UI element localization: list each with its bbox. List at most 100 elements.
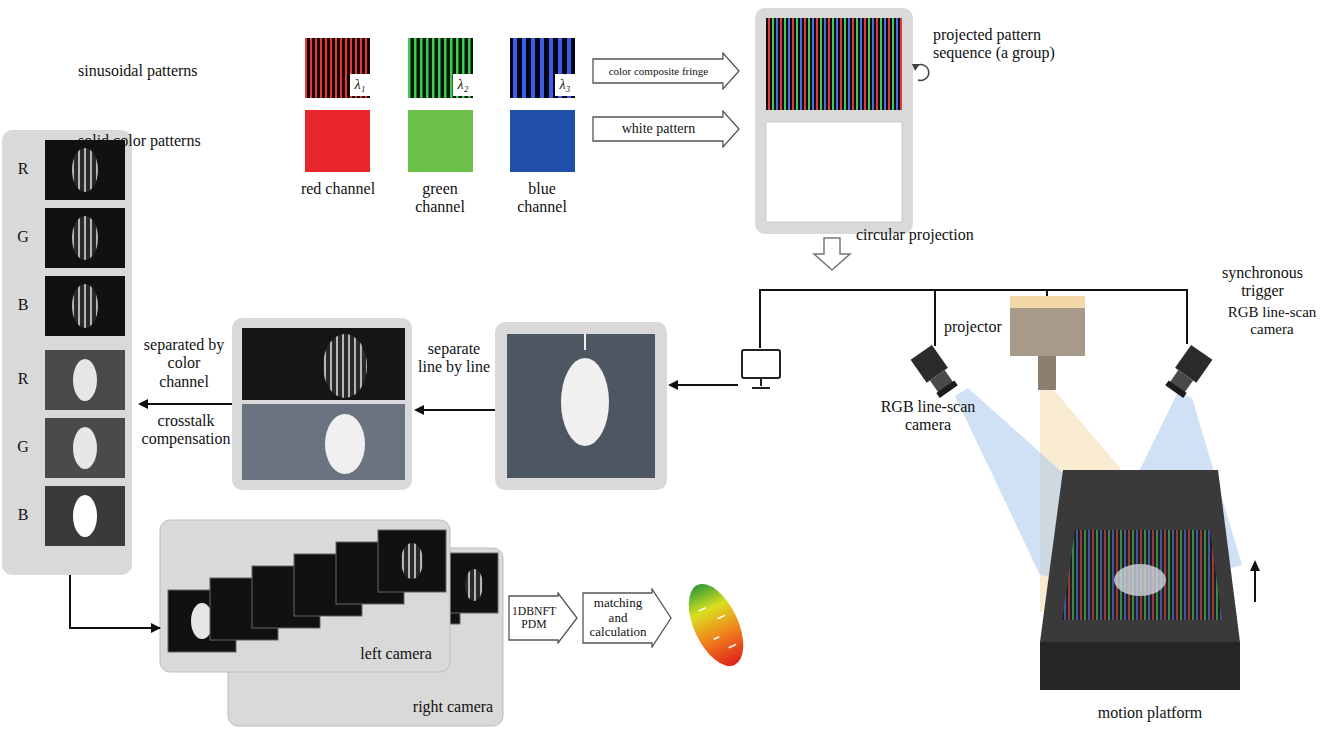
hollow-arrow [814, 238, 850, 270]
camera-ring [936, 380, 957, 398]
pattern-panel [755, 8, 913, 234]
text-slot: B [10, 506, 36, 524]
arrow-line [146, 403, 232, 405]
image-panel [232, 318, 412, 490]
text-slot: projected pattern sequence (a group) [933, 26, 1085, 63]
white-pattern [766, 122, 902, 222]
arrow-head [138, 399, 148, 409]
left-camera [911, 345, 960, 399]
text-label: separated by color channel [142, 336, 226, 391]
cycle-head [912, 64, 920, 71]
stack-panel [160, 520, 450, 672]
arrow-box: white pattern [592, 110, 740, 148]
panel-label: R [10, 160, 36, 178]
right-camera [1164, 345, 1213, 399]
monitor [742, 350, 780, 378]
arrow-text-area: 1DBNFT PDM [511, 596, 557, 640]
solid-red [305, 110, 370, 172]
arrow-text-area: color composite fringe [595, 59, 722, 83]
text-label: green channel [400, 180, 480, 217]
stack-panel: right camera [228, 548, 503, 726]
text-label: solid color patterns [78, 132, 288, 150]
mouse [401, 543, 423, 579]
arrow-shape [593, 111, 739, 147]
channel-image [45, 350, 125, 410]
arrow-shape [509, 593, 577, 643]
label-slot: motion platform [1070, 704, 1230, 722]
arrow-box: color composite fringe [592, 52, 740, 90]
label-slot: separated by color channel [142, 336, 226, 391]
arrow-box: 1DBNFT PDM [508, 592, 578, 644]
wavelength-label: λ₁ [355, 77, 366, 93]
mouse [465, 569, 483, 601]
arrow-label: color composite fringe [609, 65, 709, 78]
label-slot: synchronous trigger [1205, 264, 1320, 301]
green-sinusoid [408, 38, 473, 98]
panel-label: right camera [406, 698, 500, 716]
text-slot: left camera [348, 645, 444, 663]
mouse [561, 358, 609, 446]
lambda-box: λ₃ [555, 74, 575, 96]
mouse [73, 495, 97, 537]
camera-ring [1165, 380, 1186, 398]
panel-label: B [10, 296, 36, 314]
text-slot: B [10, 296, 36, 314]
wavelength-label: λ₂ [458, 77, 469, 93]
texture-image [242, 404, 405, 480]
wavelength-label: λ₃ [560, 77, 571, 93]
text-label: synchronous trigger [1205, 264, 1320, 301]
label-slot: separate line by line [418, 340, 490, 377]
platform-front [1040, 642, 1240, 690]
stack-image [378, 530, 446, 592]
text-label: blue channel [502, 180, 582, 217]
mouse [72, 148, 98, 192]
projected-fringe [1062, 530, 1222, 620]
mouse [73, 359, 97, 401]
text-label: projector [944, 318, 1010, 336]
cloud-surface [677, 576, 754, 674]
panel-label: B [10, 506, 36, 524]
text-slot: right camera [406, 698, 500, 716]
label-slot: blue channel [502, 180, 582, 217]
flow-connector [70, 575, 160, 628]
monitor-stand [752, 378, 770, 388]
arrow-text-area: white pattern [595, 117, 722, 141]
text-label: red channel [298, 180, 378, 198]
blue-sinusoid [510, 38, 575, 98]
projector-body [1010, 308, 1085, 356]
panel-label: G [10, 228, 36, 246]
channel-image [45, 276, 125, 336]
text-slot: G [10, 228, 36, 246]
channel-panel [2, 130, 132, 575]
projector-lens [1038, 356, 1056, 390]
mouse [72, 284, 98, 328]
channel-image [45, 486, 125, 546]
fringe-image [242, 328, 405, 400]
channel-image [45, 418, 125, 478]
text-slot: G [10, 438, 36, 456]
object [1114, 564, 1166, 596]
arrow-shape [583, 589, 671, 647]
arrow-line [422, 409, 495, 411]
mouse-cable [584, 334, 586, 350]
arrow-label: 1DBNFT PDM [511, 605, 557, 632]
text-label: RGB line-scan camera [866, 398, 990, 435]
text-label: separate line by line [418, 340, 490, 377]
lambda-box: λ₁ [350, 74, 370, 96]
text-label: circular projection [856, 226, 1026, 244]
lambda-box: λ₂ [453, 74, 473, 96]
arrow-text-area: matching and calculation [585, 593, 651, 643]
motion-arrow [1254, 570, 1256, 602]
arrow-label: white pattern [622, 121, 695, 137]
solid-green [408, 110, 473, 172]
arrow-line [676, 384, 738, 386]
trigger-wire [760, 290, 1187, 348]
text-label: RGB line-scan camera [1220, 304, 1324, 339]
arrow-shape [593, 53, 739, 89]
text-label: crosstalk compensation [136, 412, 236, 449]
motion-arrow-head [1250, 560, 1260, 571]
captured-image [507, 334, 655, 478]
arrow-box: matching and calculation [582, 588, 672, 648]
text-slot: R [10, 370, 36, 388]
